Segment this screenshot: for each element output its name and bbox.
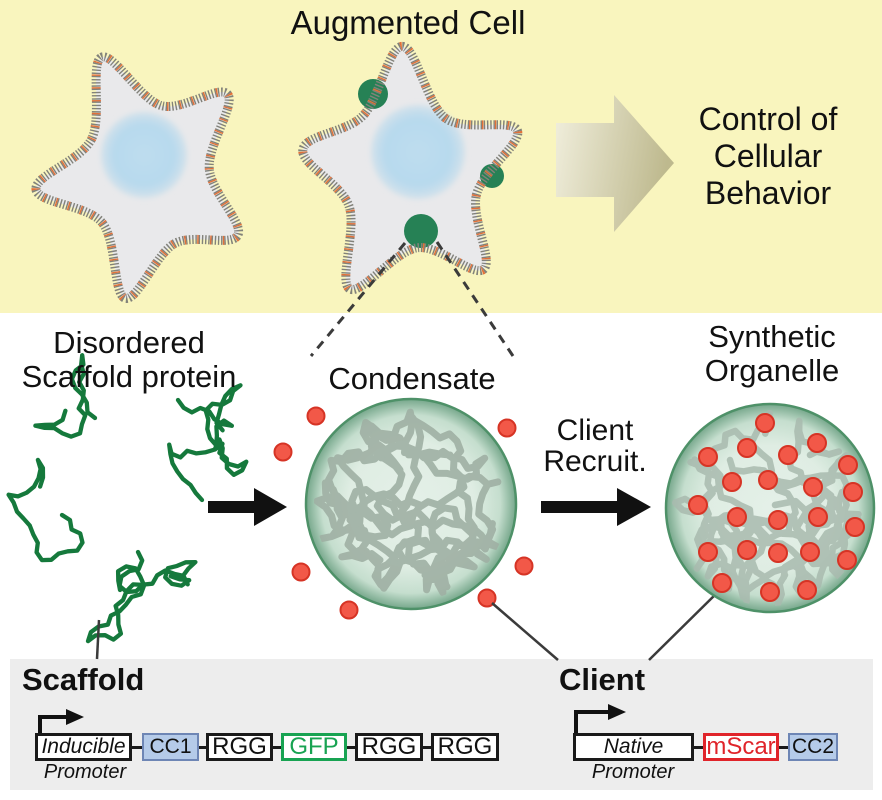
recruited-client-dot [778,445,798,465]
disordered-line-1: Disordered [53,325,205,360]
recruited-client-dot [688,495,708,515]
gene-connector [423,745,431,749]
condensation-arrow-icon [208,488,287,526]
free-client-dot [291,562,311,582]
cell-membrane [31,52,244,303]
nucleus [101,112,187,198]
augmented-cell [298,41,523,294]
recruited-client-dot [768,510,788,530]
scaffold-heading: Scaffold [22,662,145,697]
gene-box-gfp: GFP [281,733,347,761]
gene-connector [694,745,703,749]
recruited-client-dot [800,542,820,562]
plain-cell [31,52,244,303]
client-recruit-label: Client Recruit. [543,415,646,477]
recruited-client-dot [712,573,732,593]
client-gene-construct: Native mScar CC2 [573,733,838,761]
gene-connector [273,745,281,749]
scaffold-promoter-arrow-icon [66,709,84,725]
free-client-dot [477,588,497,608]
recruited-client-dot [758,470,778,490]
recruit-line-2: Recruit. [543,445,647,478]
free-client-dot [514,556,534,576]
organelle-line-2: Organelle [704,353,840,388]
free-client-dot [497,418,517,438]
recruited-client-dot [803,477,823,497]
gene-connector [347,745,355,749]
disordered-protein-squiggles [6,353,249,644]
gene-connector [132,745,142,749]
intracellular-condensate [404,214,438,248]
gene-box-cc1: CC1 [142,733,199,761]
recruited-client-dot [727,507,747,527]
genetic-construct-panel [10,659,873,790]
recruited-client-dot [838,455,858,475]
recruited-client-dot [807,433,827,453]
gene-box-rgg-3: RGG [431,733,499,761]
gene-box-rgg-1: RGG [206,733,273,761]
synthetic-organelle-droplet [664,402,876,614]
free-client-dot [339,600,359,620]
recruited-client-dot [760,582,780,602]
control-of-cellular-behavior-label: Control of Cellular Behavior [699,101,838,212]
gene-connector [779,745,788,749]
outcome-arrow-icon [556,95,674,232]
recruited-client-dot [808,507,828,527]
client-promoter-word: Promoter [591,761,675,783]
cell-membrane [298,41,523,294]
free-client-dot [306,406,326,426]
control-line-3: Behavior [704,175,832,211]
recruited-client-dot [722,472,742,492]
condensate-label: Condensate [328,361,496,396]
recruited-client-dot [698,447,718,467]
recruited-client-dot [837,550,857,570]
recruited-client-dot [797,580,817,600]
client-promoter-arrow-icon [608,704,626,720]
gene-box-mscar: mScar [703,733,779,761]
zoom-dashed-lines [309,241,515,357]
free-client-dot [273,442,293,462]
condensate-droplet [273,397,534,620]
recruitment-arrow-icon [541,488,651,526]
gene-box-inducible-promoter: Inducible [35,733,132,761]
client-heading: Client [558,662,646,697]
gene-box-rgg-2: RGG [355,733,423,761]
disordered-line-2: Scaffold protein [21,359,237,394]
control-line-1: Control of [698,101,838,137]
gene-box-native-promoter: Native [573,733,694,761]
condensate-mesh [314,408,502,597]
recruited-client-dot [698,542,718,562]
client-pointer-line [491,602,559,661]
promoter-arrows [38,704,626,734]
recruited-client-dot [755,413,775,433]
gene-connector [199,745,206,749]
control-line-2: Cellular [713,138,823,174]
recruited-client-dot [737,540,757,560]
recruited-client-dot [843,482,863,502]
gene-box-cc2: CC2 [788,733,838,761]
organelle-line-1: Synthetic [708,319,836,354]
recruited-client-dot [737,438,757,458]
recruited-client-dot [845,517,865,537]
page-title: Augmented Cell [290,4,526,41]
client-pointer-line [648,587,723,661]
scaffold-pointer-line [95,619,101,660]
synthetic-organelle-label: Synthetic Organelle [705,320,839,388]
recruited-client-dot [768,543,788,563]
recruit-line-1: Client [556,414,634,447]
scaffold-promoter-word: Promoter [43,761,127,783]
disordered-scaffold-label: Disordered Scaffold protein [22,326,237,394]
nucleus [371,105,465,199]
scaffold-gene-construct: Inducible CC1 RGG GFP RGG RGG [35,733,499,761]
